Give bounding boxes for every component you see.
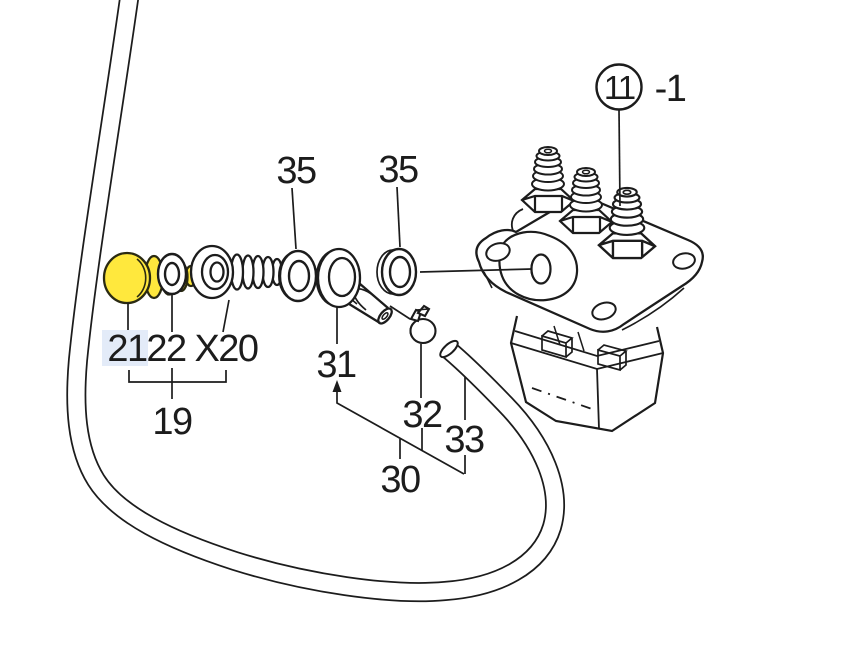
callout-circle xyxy=(595,63,643,111)
pump-port-hole xyxy=(530,253,552,285)
flange-thickness-lines xyxy=(483,271,685,331)
sealing-washer-right-part[interactable] xyxy=(376,247,418,297)
flange-bolt-holes xyxy=(485,242,696,321)
label-31[interactable]: 31 xyxy=(316,344,357,386)
label-11[interactable]: 11 xyxy=(604,69,637,106)
pump-callout-11[interactable]: 11 -1 xyxy=(595,63,687,111)
group-30-bracket xyxy=(332,380,466,475)
hose-open-end xyxy=(439,339,459,359)
hose-clamp-part[interactable] xyxy=(409,304,437,345)
group-19-bracket xyxy=(128,368,227,399)
sealing-washer-left-part[interactable] xyxy=(278,249,318,303)
fuel-hose[interactable] xyxy=(66,0,565,603)
pump-lower-body xyxy=(509,315,665,433)
label-33[interactable]: 33 xyxy=(444,419,485,461)
label-19[interactable]: 19 xyxy=(152,401,193,443)
label-35-right[interactable]: 35 xyxy=(378,149,419,191)
union-fitting-part[interactable] xyxy=(189,244,284,300)
label-22[interactable]: 22 xyxy=(146,328,187,370)
label-x20[interactable]: X20 xyxy=(194,328,259,370)
label-35-left[interactable]: 35 xyxy=(276,150,317,192)
label-11-suffix: -1 xyxy=(655,68,686,110)
gasket-part[interactable] xyxy=(156,252,188,296)
leader-lines xyxy=(127,109,621,420)
label-21-selection xyxy=(102,330,148,366)
delivery-valve-holders xyxy=(520,146,657,260)
label-21[interactable]: 21 xyxy=(107,328,148,370)
label-32[interactable]: 32 xyxy=(402,394,443,436)
injection-pump[interactable] xyxy=(475,146,704,433)
label-30[interactable]: 30 xyxy=(380,459,421,501)
eye-joint-part[interactable] xyxy=(315,247,394,326)
